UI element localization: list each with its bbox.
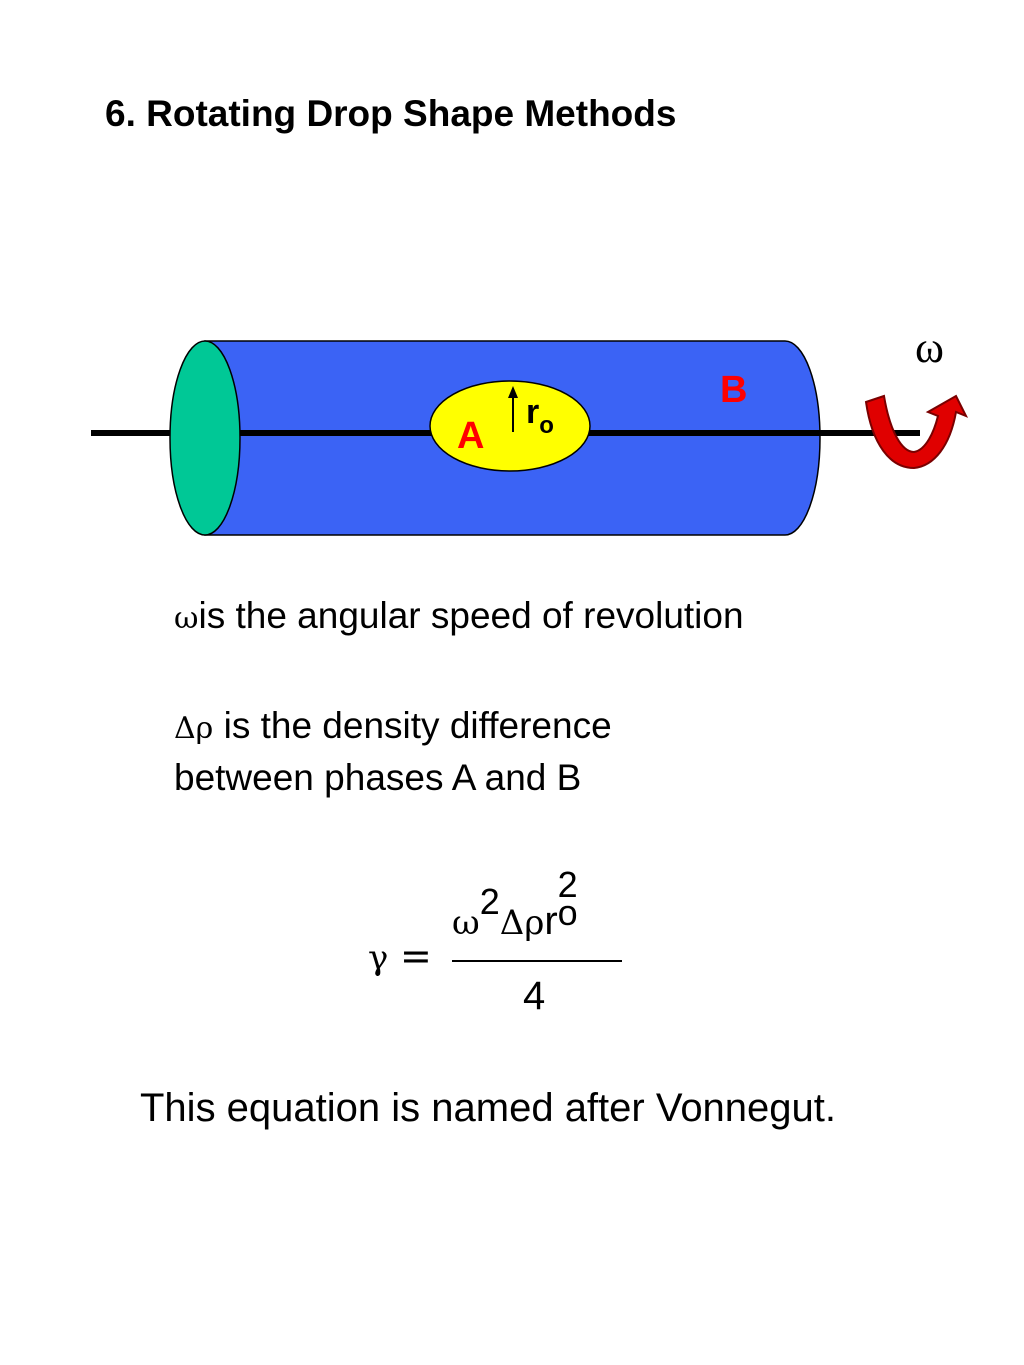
omega-label: ω <box>915 323 944 372</box>
phase-b-label: B <box>720 369 747 411</box>
fraction-bar <box>452 960 622 962</box>
delta-rho-symbol: Δρ <box>174 711 214 746</box>
num-omega-exponent: 2 <box>479 881 500 922</box>
num-delta-rho: Δρ <box>499 903 545 943</box>
formula-denominator: 4 <box>523 974 546 1018</box>
omega-definition-text: is the angular speed of revolution <box>198 595 744 636</box>
omega-symbol: ω <box>174 601 199 636</box>
page-title: 6. Rotating Drop Shape Methods <box>105 93 677 134</box>
rotation-arrow-icon <box>864 394 969 470</box>
radius-label: ro <box>526 393 554 439</box>
omega-definition: ωis the angular speed of revolution <box>174 590 744 645</box>
density-definition-line2: between phases A and B <box>174 757 582 798</box>
formula-gamma: γ <box>368 938 389 978</box>
cylinder-end-cap <box>169 340 241 536</box>
num-omega: ω <box>452 903 480 943</box>
density-definition-line1: Δρ is the density difference <box>174 700 612 755</box>
num-r-subscript: o <box>557 892 578 933</box>
radius-label-sub: o <box>539 412 554 439</box>
footer-note: This equation is named after Vonnegut. <box>140 1086 837 1130</box>
radius-arrow-head <box>508 386 518 398</box>
density-definition-text-1: is the density difference <box>213 705 612 746</box>
drop-phase-a <box>429 380 591 472</box>
num-r-exponent: 2 <box>557 864 578 905</box>
radius-label-r: r <box>526 393 539 431</box>
phase-a-label: A <box>457 415 484 457</box>
rotating-drop-diagram: ro A B ω <box>91 323 969 536</box>
num-r: r <box>544 899 558 943</box>
formula-equals: = <box>400 934 432 978</box>
